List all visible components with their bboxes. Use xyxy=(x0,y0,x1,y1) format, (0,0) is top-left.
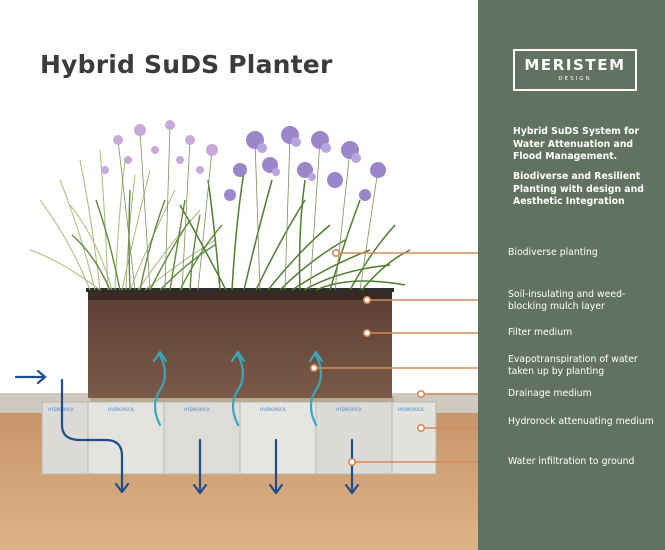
infiltration-arrows xyxy=(60,378,360,495)
logo-subtitle: DESIGN xyxy=(558,76,592,82)
hydrorock-brand-4: HYDROROCK xyxy=(260,407,286,412)
label-evapotranspiration: Evapotranspiration of water taken up by … xyxy=(508,354,638,377)
planter-box xyxy=(88,296,392,398)
label-water-infiltration: Water infiltration to ground xyxy=(508,456,635,467)
logo-wordmark: MERISTEM xyxy=(524,56,626,74)
info-panel xyxy=(478,0,665,550)
label-drainage-medium: Drainage medium xyxy=(508,388,592,399)
label-biodiverse-planting: Biodiverse planting xyxy=(508,247,598,258)
hydrorock-brand-5: HYDROROCK xyxy=(336,407,362,412)
label-filter-medium: Filter medium xyxy=(508,327,573,338)
drainage-gravel-strip xyxy=(90,396,394,402)
planter-rim xyxy=(86,288,394,292)
intro-text-system: Hybrid SuDS System for Water Attenuation… xyxy=(513,126,640,162)
surface-runoff-arrow xyxy=(14,369,47,385)
label-mulch-layer: Soil-insulating and weed-blocking mulch … xyxy=(508,289,626,312)
mulch-layer xyxy=(88,292,392,300)
label-hydrorock-medium: Hydrorock attenuating medium xyxy=(508,416,654,427)
evapotranspiration-arrows xyxy=(152,350,324,427)
biodiverse-planting-illustration xyxy=(29,120,411,291)
meristem-logo: MERISTEM DESIGN xyxy=(513,49,637,91)
hydrorock-brand-2: HYDROROCK xyxy=(108,407,134,412)
hydrorock-brand-3: HYDROROCK xyxy=(184,407,210,412)
hydrorock-blocks xyxy=(41,401,437,475)
leader-lines xyxy=(309,249,496,466)
intro-text-planting: Biodiverse and Resilient Planting with d… xyxy=(513,171,644,207)
page-title: Hybrid SuDS Planter xyxy=(40,50,333,79)
hydrorock-brand-6: HYDROROCK xyxy=(398,407,424,412)
